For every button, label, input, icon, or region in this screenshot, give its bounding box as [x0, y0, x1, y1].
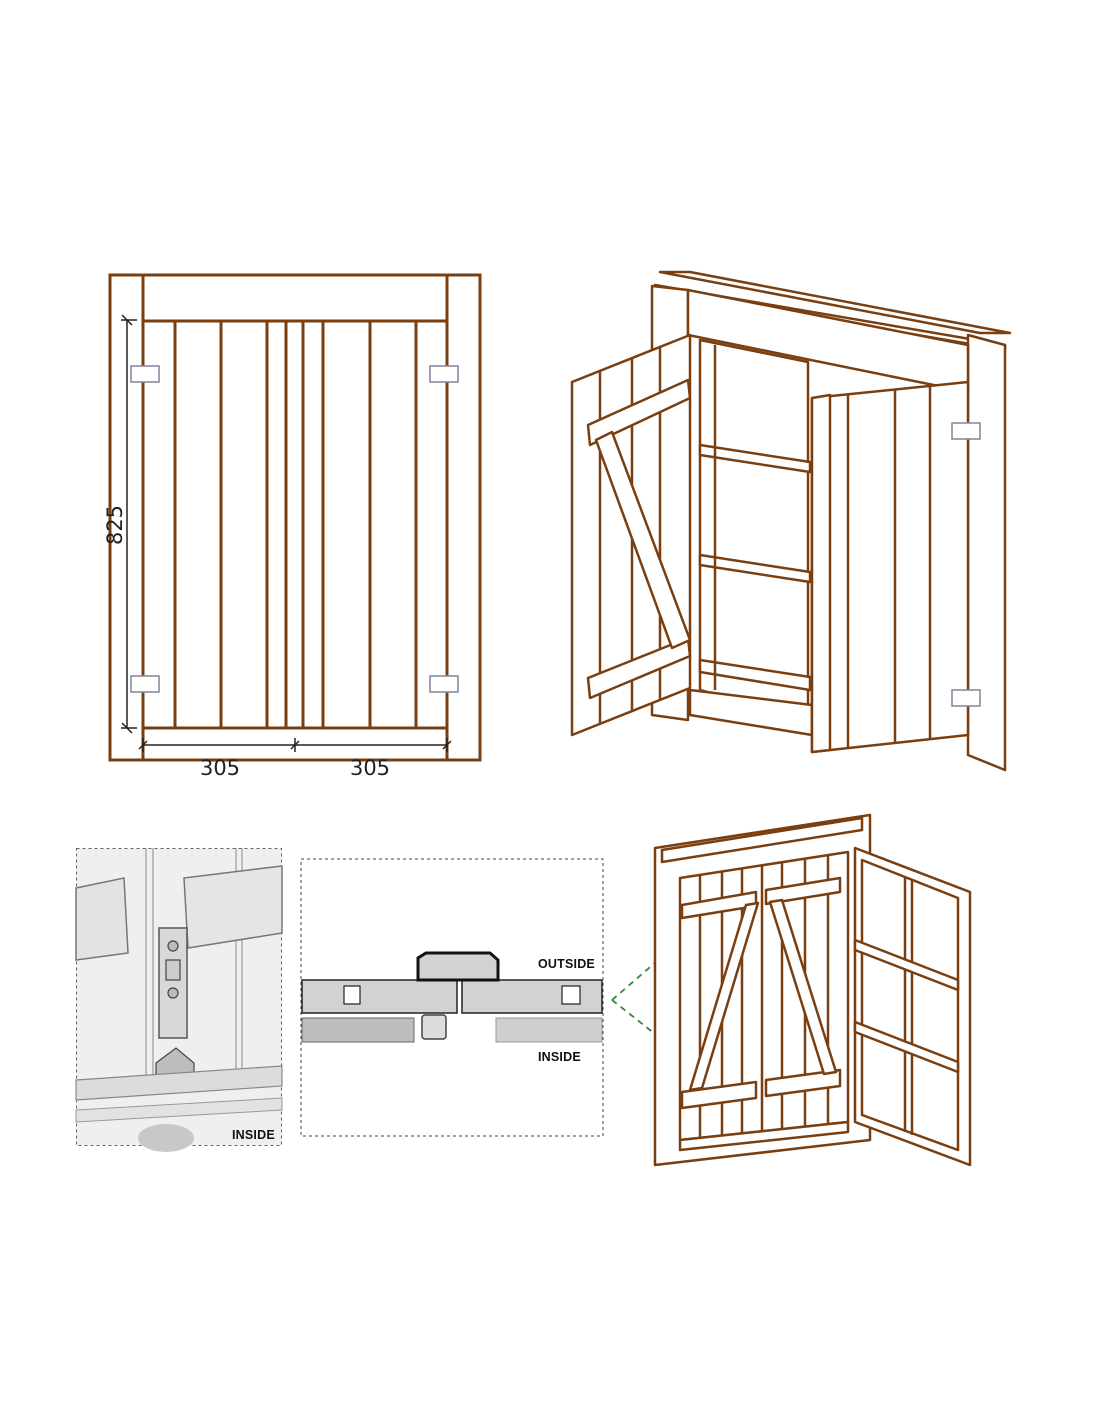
ledge-left — [75, 877, 129, 961]
front-elevation-drawing: 825 305 305 — [0, 0, 550, 800]
window-sash-open — [853, 846, 972, 1167]
bottom-rail — [75, 1065, 283, 1101]
isometric-open-shutters-drawing — [550, 250, 1100, 800]
left-shutter-top-ledge — [586, 378, 692, 447]
top-header-board — [658, 270, 1012, 335]
latch-photo-inside: INSIDE — [75, 848, 283, 1152]
right-shutter-panel — [810, 380, 970, 754]
door-area — [141, 319, 449, 730]
right-post — [445, 273, 482, 762]
inside-ledge-right — [495, 1017, 603, 1043]
left-shutter-bottom-ledge — [680, 1080, 758, 1110]
left-shutter — [570, 333, 692, 737]
latch-keeper — [155, 1047, 195, 1077]
left-shutter-brace — [688, 901, 760, 1092]
right-shutter-board-section — [461, 979, 603, 1014]
latch-section-icon — [421, 1014, 447, 1040]
isometric-open-shutters-svg — [570, 270, 1012, 772]
sill-rail — [75, 1097, 283, 1123]
isometric-closed-shutters-drawing — [600, 805, 1000, 1175]
hinge-icon — [429, 365, 459, 383]
right-shutter-bottom-ledge — [764, 1068, 842, 1098]
latch-photo-svg: INSIDE — [75, 848, 283, 1152]
right-shutter-brace — [768, 898, 838, 1076]
height-dimension-label: 825 — [103, 505, 127, 545]
front-elevation-svg: 825 305 305 — [103, 273, 482, 780]
header-board — [141, 273, 449, 323]
section-outside-label: OUTSIDE — [538, 957, 595, 971]
hinge-icon — [429, 675, 459, 693]
height-dimension-line — [121, 314, 137, 734]
hinge-icon — [951, 689, 981, 707]
photo-inside-label: INSIDE — [232, 1128, 275, 1142]
latch-bolt — [165, 959, 181, 981]
right-shutter-top-ledge — [764, 876, 842, 906]
screw-icon — [167, 987, 179, 999]
section-inside-label: INSIDE — [538, 1050, 581, 1064]
screw-icon — [167, 940, 179, 952]
hinge-icon — [951, 422, 981, 440]
section-detail-svg: OUTSIDE INSIDE — [300, 858, 604, 1137]
overlap-strip — [416, 951, 500, 982]
right-shutter — [810, 380, 970, 754]
ledge-right — [183, 865, 283, 949]
width-dimension-right-label: 305 — [350, 756, 390, 780]
hinge-icon — [130, 365, 160, 383]
vertical-boards — [173, 321, 418, 728]
isometric-closed-shutters-svg — [611, 813, 972, 1167]
window-muntin — [698, 553, 812, 584]
inside-ledge-left — [301, 1017, 415, 1043]
left-shutter-brace — [594, 430, 692, 650]
width-dimension-left-label: 305 — [200, 756, 240, 780]
left-shutter-bottom-ledge — [586, 636, 692, 700]
window-muntin — [853, 938, 960, 992]
shadow — [138, 1124, 194, 1152]
hinge-icon — [130, 675, 160, 693]
window-muntin — [853, 1020, 960, 1074]
meeting-stile-section-detail: OUTSIDE INSIDE — [300, 858, 604, 1138]
left-shutter-board-section — [301, 979, 458, 1014]
window-muntin — [698, 443, 812, 474]
window-muntin — [698, 658, 812, 692]
width-dimension-line — [138, 738, 452, 752]
